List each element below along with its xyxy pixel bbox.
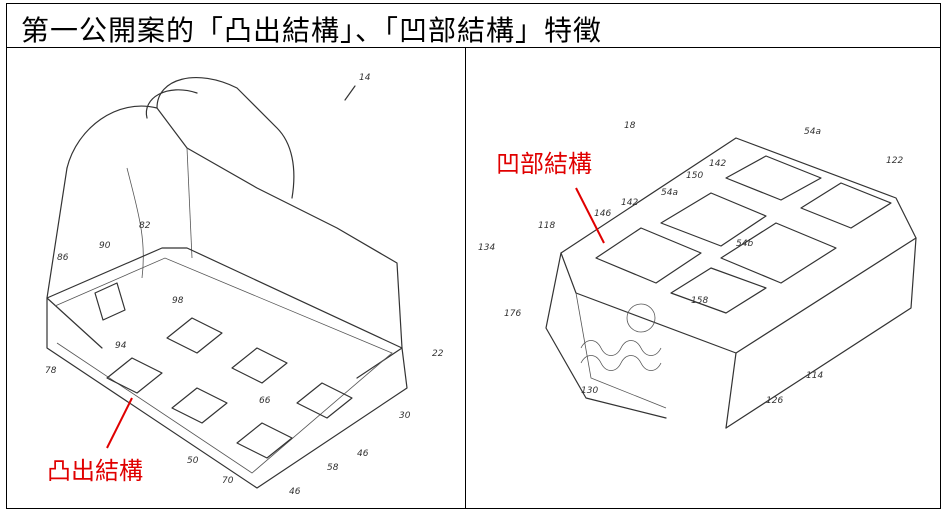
ref-90: 90 xyxy=(99,241,111,251)
body-crease xyxy=(186,147,193,259)
right-patent-drawing: 54b 18 54a 142 122 150 54a 142 146 118 1… xyxy=(478,121,917,429)
ref-30: 30 xyxy=(399,411,411,421)
ref-176: 176 xyxy=(504,309,521,319)
ref-46-lower: 46 xyxy=(289,487,301,497)
page-title: 第一公開案的「凸出結構」、「凹部結構」特徵 xyxy=(21,14,603,47)
right-figure-cell: 54b 18 54a 142 122 150 54a 142 146 118 1… xyxy=(466,48,940,508)
right-side xyxy=(725,237,917,429)
ref-78: 78 xyxy=(45,366,57,376)
ref-54a-top: 54a xyxy=(804,127,821,137)
arrow-14 xyxy=(344,85,356,101)
ref-50: 50 xyxy=(187,456,199,466)
left-patent-drawing: 14 82 86 90 98 94 78 22 66 30 50 58 46 7… xyxy=(45,73,444,497)
ref-46: 46 xyxy=(357,449,369,459)
ref-150: 150 xyxy=(686,171,703,181)
left-side xyxy=(545,252,667,419)
ref-126: 126 xyxy=(766,396,783,406)
ref-86: 86 xyxy=(57,253,69,263)
body-left xyxy=(46,167,103,349)
ref-82: 82 xyxy=(139,221,151,231)
ref-118: 118 xyxy=(538,221,555,231)
ref-114: 114 xyxy=(806,371,823,381)
ref-142-top: 142 xyxy=(709,159,726,169)
body-back xyxy=(66,105,403,379)
ref-66: 66 xyxy=(259,396,271,406)
handle-inner xyxy=(145,89,198,119)
recess-pointer xyxy=(575,187,605,244)
ref-158: 158 xyxy=(691,296,708,306)
ref-130: 130 xyxy=(581,386,598,396)
ref-142: 142 xyxy=(621,198,638,208)
ref-134: 134 xyxy=(478,243,495,253)
protrusion-blocks xyxy=(106,317,353,459)
recess-label: 凹部結構 xyxy=(496,150,592,178)
slide-frame: 第一公開案的「凸出結構」、「凹部結構」特徵 xyxy=(6,3,941,509)
ref-70: 70 xyxy=(222,476,234,486)
body-crease-2 xyxy=(126,167,144,279)
ref-54b: 54b xyxy=(736,239,753,249)
base-inner-rim xyxy=(54,257,393,474)
left-figure-cell: 14 82 86 90 98 94 78 22 66 30 50 58 46 7… xyxy=(7,48,466,508)
handle-outline xyxy=(156,77,295,199)
ref-58: 58 xyxy=(327,463,339,473)
front-corner xyxy=(725,352,737,429)
protrusion-label: 凸出結構 xyxy=(47,457,143,485)
ref-14: 14 xyxy=(359,73,371,83)
ref-94: 94 xyxy=(115,341,127,351)
ref-18: 18 xyxy=(624,121,636,131)
ref-122: 122 xyxy=(886,156,903,166)
ref-146: 146 xyxy=(594,209,611,219)
title-row: 第一公開案的「凸出結構」、「凹部結構」特徵 xyxy=(7,4,940,48)
spring-mechanism xyxy=(580,303,662,371)
recess-pockets xyxy=(595,155,892,314)
ref-98: 98 xyxy=(172,296,184,306)
protrusion-pointer xyxy=(106,397,133,449)
side-inner xyxy=(575,292,667,409)
base-rim xyxy=(46,247,408,489)
latch xyxy=(94,282,126,321)
ref-22: 22 xyxy=(432,349,444,359)
ref-54a: 54a xyxy=(661,188,678,198)
